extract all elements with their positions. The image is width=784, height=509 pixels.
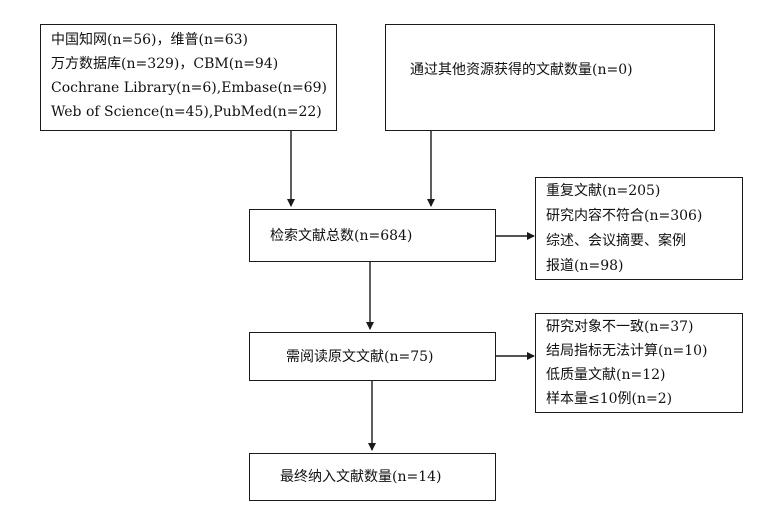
final-included-box: 最终纳入文献数量(n=14) bbox=[249, 453, 496, 501]
other-sources-text: 通过其他资源获得的文献数量(n=0) bbox=[410, 62, 633, 78]
fulltext-review-box: 需阅读原文文献(n=75) bbox=[249, 332, 496, 381]
sources-line-4: Web of Science(n=45),PubMed(n=22) bbox=[51, 104, 322, 120]
fulltext-review-text: 需阅读原文文献(n=75) bbox=[286, 349, 434, 365]
exclusion2-line-4: 样本量≤10例(n=2) bbox=[546, 391, 673, 407]
sources-line-1: 中国知网(n=56)，维普(n=63) bbox=[51, 32, 248, 48]
total-records-box: 检索文献总数(n=684) bbox=[249, 209, 496, 262]
exclusion1-line-1: 重复文献(n=205) bbox=[546, 183, 661, 199]
database-sources-box: 中国知网(n=56)，维普(n=63) 万方数据库(n=329)，CBM(n=9… bbox=[40, 24, 337, 131]
sources-line-2: 万方数据库(n=329)，CBM(n=94) bbox=[51, 56, 279, 72]
exclusion-box-2: 研究对象不一致(n=37) 结局指标无法计算(n=10) 低质量文献(n=12)… bbox=[535, 313, 743, 413]
exclusion1-line-3: 综述、会议摘要、案例 bbox=[546, 233, 686, 249]
exclusion2-line-1: 研究对象不一致(n=37) bbox=[546, 319, 694, 335]
exclusion1-line-4: 报道(n=98) bbox=[546, 258, 624, 274]
final-included-text: 最终纳入文献数量(n=14) bbox=[280, 469, 442, 485]
other-sources-box: 通过其他资源获得的文献数量(n=0) bbox=[385, 24, 715, 131]
total-records-text: 检索文献总数(n=684) bbox=[270, 228, 413, 244]
exclusion2-line-3: 低质量文献(n=12) bbox=[546, 367, 666, 383]
exclusion-box-1: 重复文献(n=205) 研究内容不符合(n=306) 综述、会议摘要、案例 报道… bbox=[535, 177, 743, 280]
exclusion2-line-2: 结局指标无法计算(n=10) bbox=[546, 343, 708, 359]
exclusion1-line-2: 研究内容不符合(n=306) bbox=[546, 208, 703, 224]
sources-line-3: Cochrane Library(n=6),Embase(n=69) bbox=[51, 80, 327, 96]
